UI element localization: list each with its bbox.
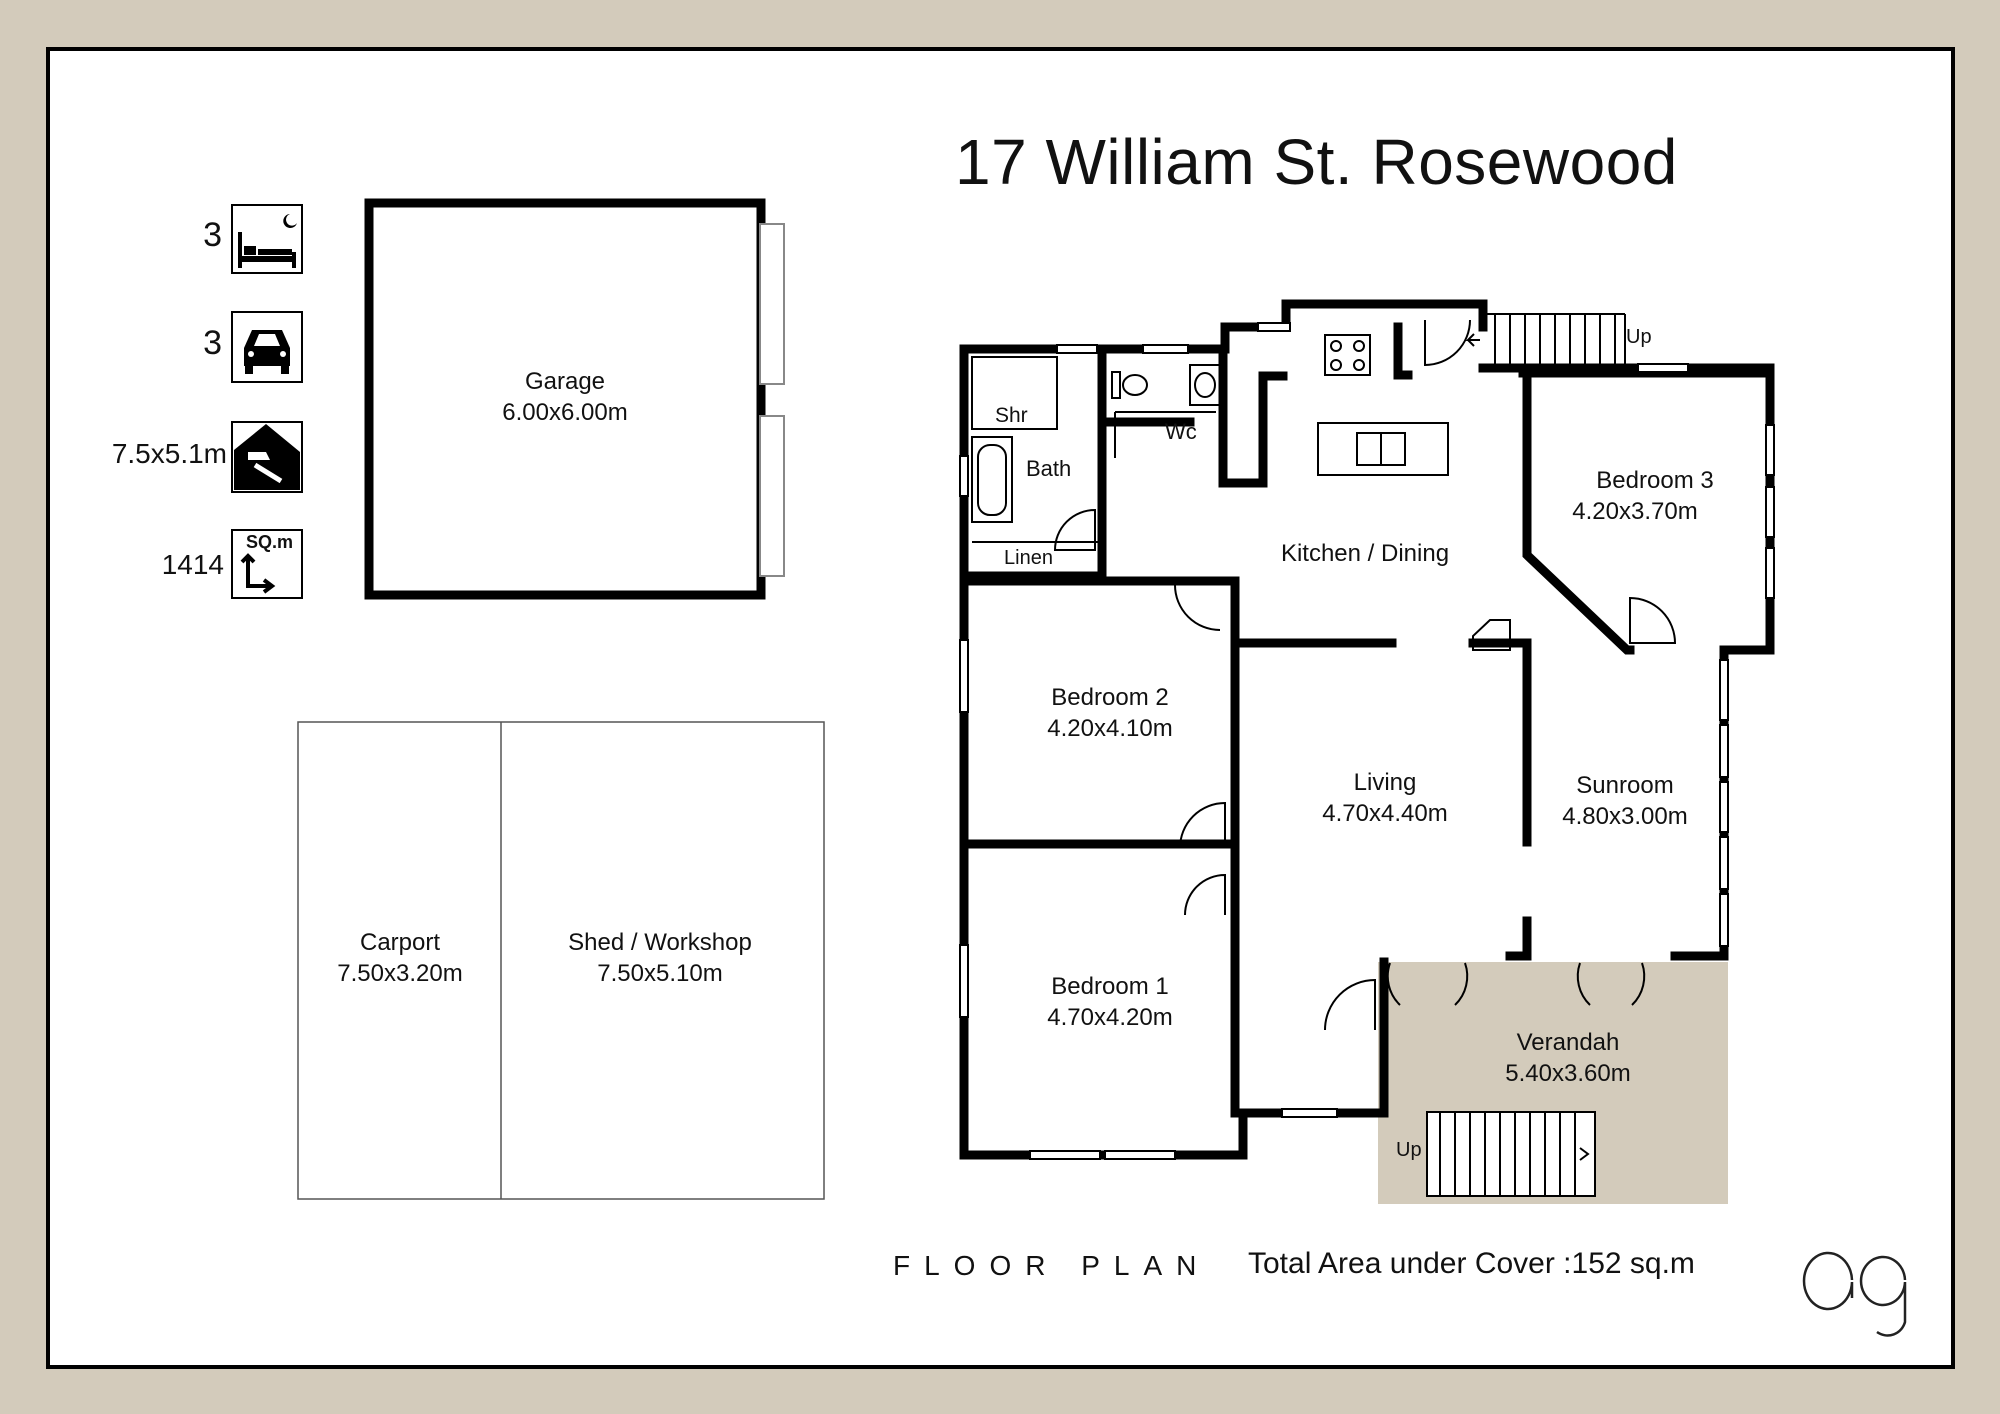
bedroom1-name: Bedroom 1 <box>1051 973 1169 1000</box>
bedroom-count: 3 <box>203 216 222 254</box>
sunroom-size: 4.80x3.00m <box>1562 803 1688 830</box>
land-area-stat: 1414 <box>161 549 224 580</box>
shed-name: Shed / Workshop <box>568 929 752 956</box>
carport-size: 7.50x3.20m <box>337 960 463 987</box>
bed-icon <box>231 204 303 274</box>
verandah-size: 5.40x3.60m <box>1505 1060 1631 1087</box>
land-area-icon <box>231 529 303 599</box>
floor-plan-label: FLOOR PLAN <box>893 1250 1211 1281</box>
page-title: 17 William St. Rosewood <box>955 126 1678 198</box>
bedroom1-size: 4.70x4.20m <box>1047 1004 1173 1031</box>
living-size: 4.70x4.40m <box>1322 800 1448 827</box>
kitchen-name: Kitchen / Dining <box>1280 540 1450 567</box>
bath-label: Bath <box>1026 456 1072 481</box>
stairs-up-bottom: Up <box>1396 1139 1422 1161</box>
bedroom2-name: Bedroom 2 <box>1051 684 1169 711</box>
shower-label: Shr <box>995 404 1028 427</box>
car-count: 3 <box>203 324 222 362</box>
wc-label: Wc <box>1165 419 1197 444</box>
logo-ag <box>1802 1251 1907 1337</box>
living-name: Living <box>1353 769 1417 796</box>
linen-label: Linen <box>1004 547 1053 569</box>
sunroom-name: Sunroom <box>1576 772 1674 799</box>
garage-name: Garage <box>524 368 606 395</box>
bedroom2-size: 4.20x4.10m <box>1047 715 1173 742</box>
shed-size-stat: 7.5x5.1m <box>111 438 227 469</box>
total-area-label: Total Area under Cover :152 sq.m <box>1248 1247 1695 1280</box>
stairs-up-top: Up <box>1626 326 1652 348</box>
car-icon <box>231 311 303 383</box>
shed-icon <box>231 421 303 493</box>
sqm-label: SQ.m <box>246 532 294 552</box>
bedroom3-size: 4.20x3.70m <box>1572 498 1698 525</box>
shed-size: 7.50x5.10m <box>597 960 723 987</box>
garage-size: 6.00x6.00m <box>502 399 628 426</box>
carport-name: Carport <box>359 929 441 956</box>
verandah-name: Verandah <box>1516 1029 1620 1056</box>
bedroom3-name: Bedroom 3 <box>1596 467 1714 494</box>
